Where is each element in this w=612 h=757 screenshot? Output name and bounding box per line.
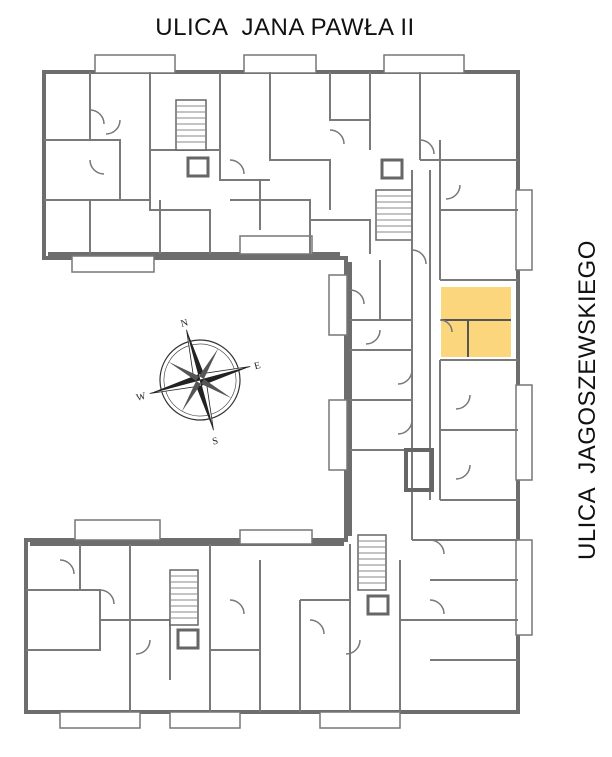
top-wing-rooms [44, 72, 518, 280]
staircase-top [175, 99, 413, 241]
compass-n-label: N [180, 317, 190, 329]
compass-s-label: S [211, 436, 219, 448]
compass-rose: N E S W [135, 317, 262, 448]
door-swings [59, 109, 471, 655]
compass-e-label: E [253, 360, 262, 372]
highlighted-apartment[interactable] [441, 287, 511, 357]
compass-w-label: W [135, 391, 148, 404]
staircase-bottom [169, 534, 390, 650]
right-wing-rooms [350, 170, 518, 541]
bottom-wing-rooms [26, 544, 518, 712]
street-label-top: ULICA JANA PAWŁA II [155, 14, 415, 41]
